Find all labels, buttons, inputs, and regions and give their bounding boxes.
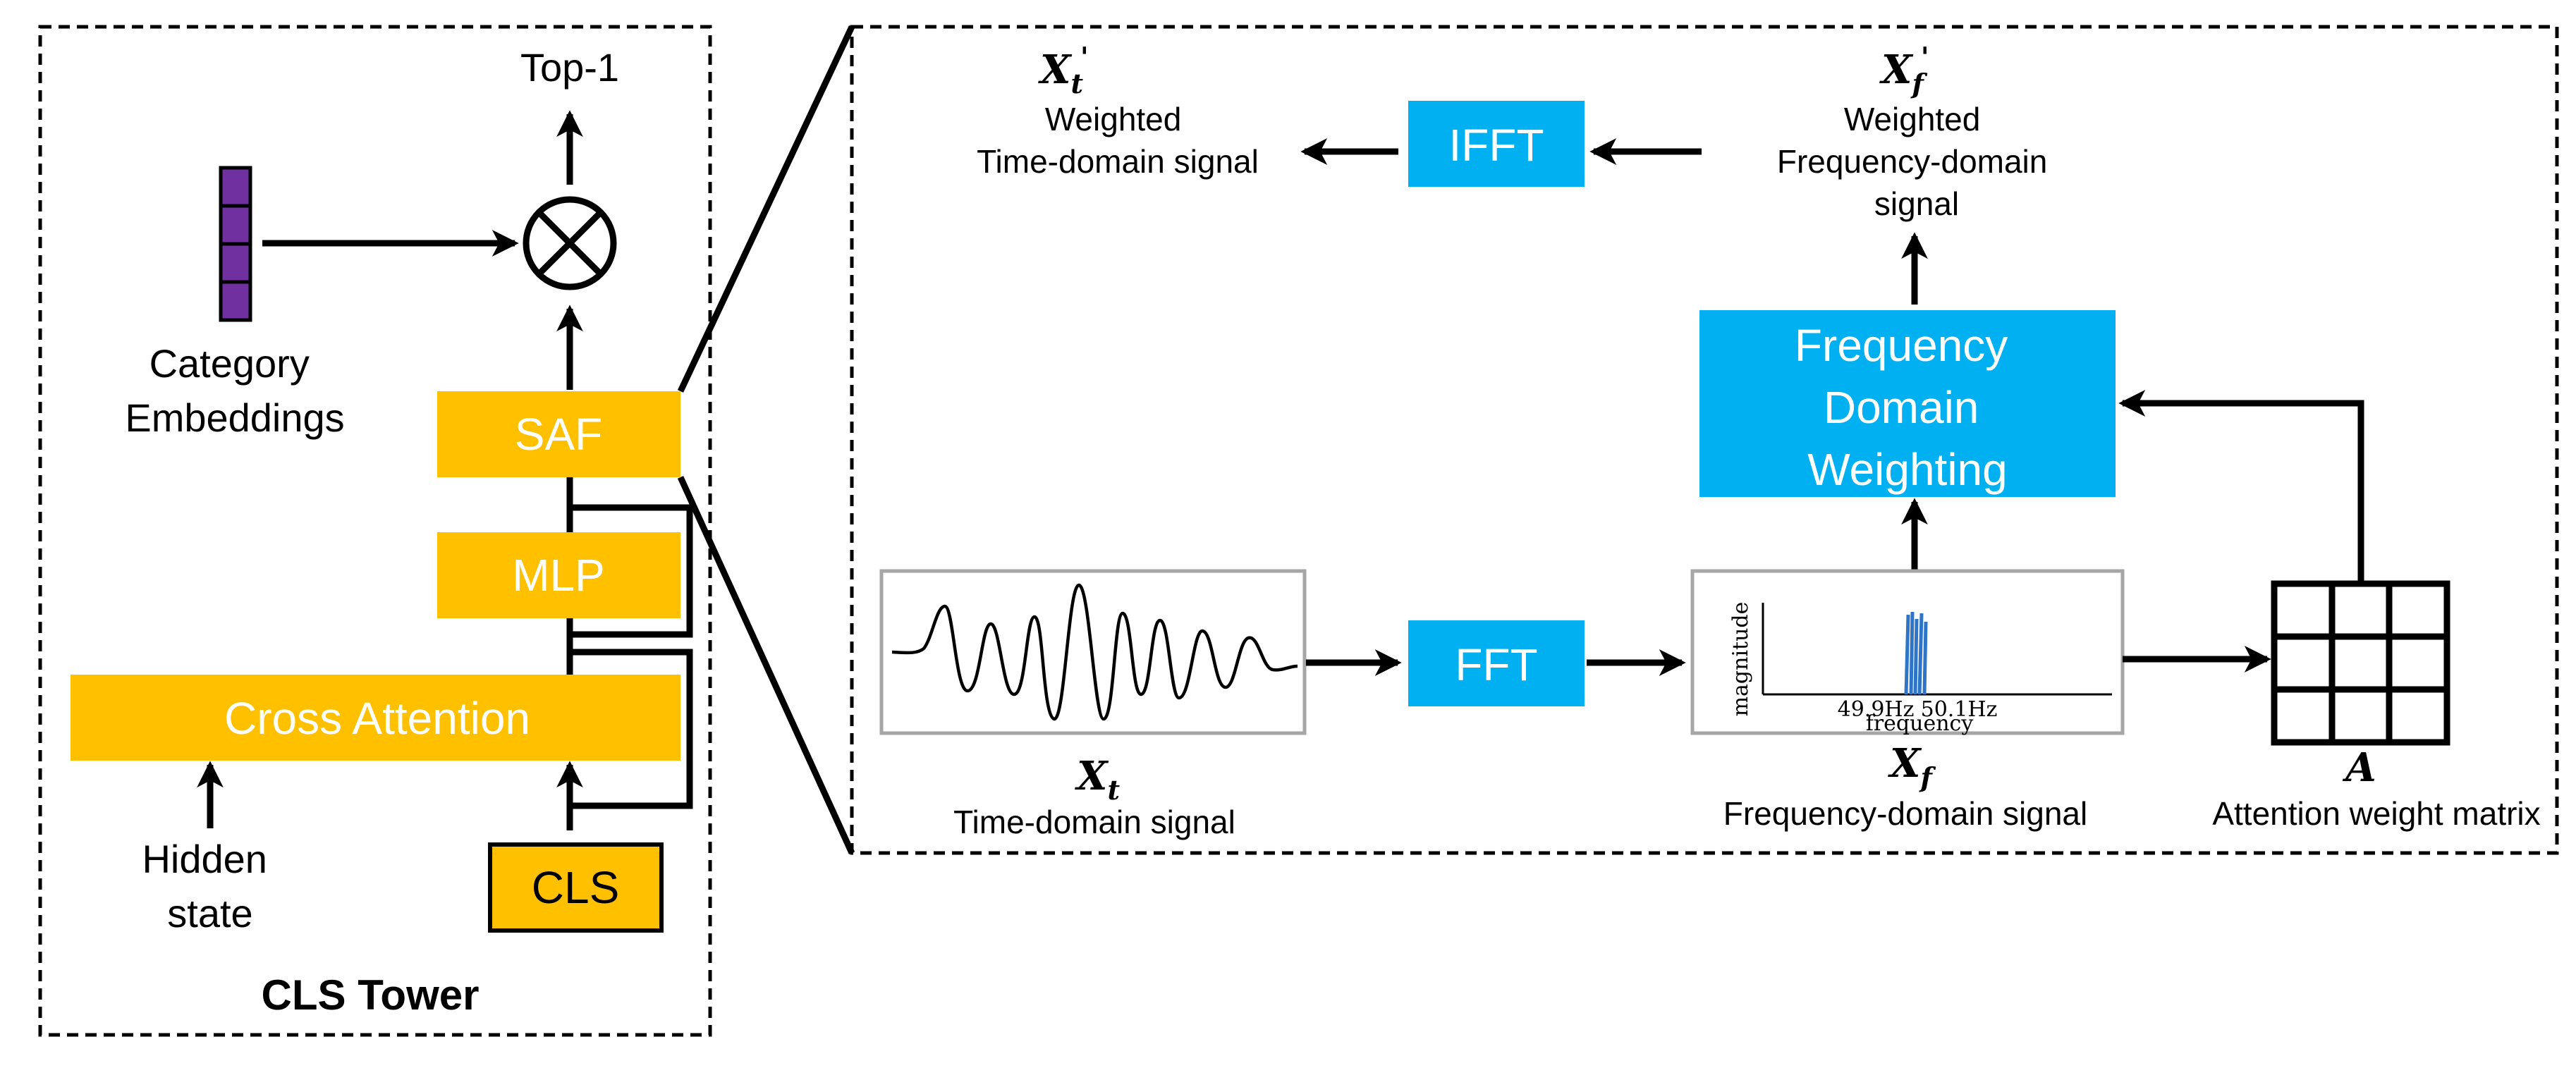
cls-tower-title: CLS Tower (262, 971, 480, 1019)
top1-label: Top-1 (520, 45, 619, 90)
attention-weight-matrix-label: Attention weight matrix (2212, 795, 2540, 832)
a-symbol: A (2342, 744, 2376, 791)
ifft-label: IFFT (1448, 120, 1544, 171)
weighted-time-domain-label: Weighted Time-domain signal (977, 101, 1259, 180)
frequency-domain-weighting-box (1699, 310, 2116, 497)
mlp-box (437, 532, 680, 618)
xt-prime-symbol: Xt' (1038, 41, 1089, 99)
time-domain-waveform (891, 583, 1298, 721)
hidden-state-label: Hidden state (142, 837, 278, 935)
attention-matrix-grid-icon (2271, 580, 2450, 746)
spectrum-y-label: magnitude (1728, 602, 1753, 717)
zoom-line-bottom (677, 476, 855, 854)
spectrum-x-label: frequency (1866, 711, 1974, 736)
time-domain-signal-label: Time-domain signal (953, 804, 1235, 840)
mlp-label: MLP (512, 550, 605, 601)
xf-prime-symbol: Xf' (1879, 41, 1929, 99)
ifft-box (1408, 101, 1585, 187)
residual-cls-to-mlp (570, 649, 693, 809)
matrix-to-weighting-arrow (2118, 390, 2364, 582)
category-embedding-vector-icon (219, 166, 252, 322)
spectrum-peaks (1904, 611, 1928, 695)
saf-detail-panel (850, 25, 2559, 855)
category-embeddings-label: Category Embeddings (125, 341, 344, 440)
fft-label: FFT (1455, 639, 1537, 690)
residual-mlp-to-saf (570, 504, 693, 638)
xt-symbol: Xt (1075, 753, 1120, 806)
circled-times-icon (523, 196, 617, 290)
frequency-domain-weighting-label: Frequency Domain Weighting (1795, 320, 2020, 495)
cross-attention-label: Cross Attention (224, 693, 530, 744)
spectrum-tick-left: 49.9Hz (1838, 697, 1915, 722)
cls-label: CLS (532, 862, 620, 913)
saf-label: SAF (515, 409, 602, 460)
cls-tower-panel (38, 25, 712, 1037)
frequency-domain-signal-label: Frequency-domain signal (1723, 795, 2088, 832)
spectrum-tick-right: 50.1Hz (1921, 697, 1998, 722)
xf-symbol: Xf (1888, 740, 1936, 793)
saf-box (437, 391, 680, 477)
zoom-line-top (677, 25, 855, 393)
fft-box (1408, 620, 1585, 706)
cross-attention-box (71, 675, 680, 761)
weighted-frequency-domain-label: Weighted Frequency-domain signal (1777, 101, 2056, 222)
cls-box (488, 842, 664, 933)
